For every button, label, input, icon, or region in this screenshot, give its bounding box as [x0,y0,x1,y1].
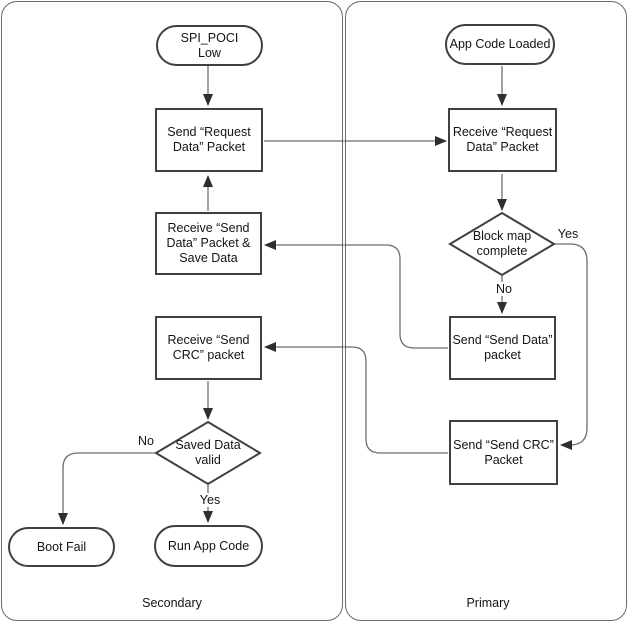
node-saved-data-valid: Saved Data valid [175,438,241,467]
node-boot-fail: Boot Fail [8,527,115,567]
edge-label-block-no: No [493,282,515,296]
lane-primary [345,1,627,621]
node-app-code-loaded: App Code Loaded [445,24,555,65]
node-receive-send-data: Receive “Send Data” Packet & Save Data [155,212,262,275]
node-send-send-crc: Send “Send CRC” Packet [449,420,558,485]
edge-saved-no-to-boot-fail [58,452,156,525]
edge-send-data-to-receive-send-data [264,240,448,349]
node-run-app-code: Run App Code [154,525,263,567]
edge-block-yes-to-send-crc [554,243,588,450]
node-block-map-complete: Block map complete [472,229,532,258]
lane-title-secondary: Secondary [142,596,202,610]
node-receive-request-data: Receive “Request Data” Packet [448,108,557,172]
edge-label-saved-yes: Yes [196,493,224,507]
node-spi-poci-low: SPI_POCI Low [156,25,263,66]
decision-saved-data-valid-shape [154,420,262,486]
node-send-request-data: Send “Request Data” Packet [155,108,263,172]
edge-label-block-yes: Yes [554,227,582,241]
decision-block-map-complete-shape [448,211,556,277]
edge-send-crc-to-receive-crc [264,342,448,454]
lane-title-primary: Primary [466,596,510,610]
node-receive-send-crc: Receive “Send CRC” packet [155,316,262,380]
node-send-send-data: Send “Send Data” packet [449,316,556,380]
edge-label-saved-no: No [135,434,157,448]
